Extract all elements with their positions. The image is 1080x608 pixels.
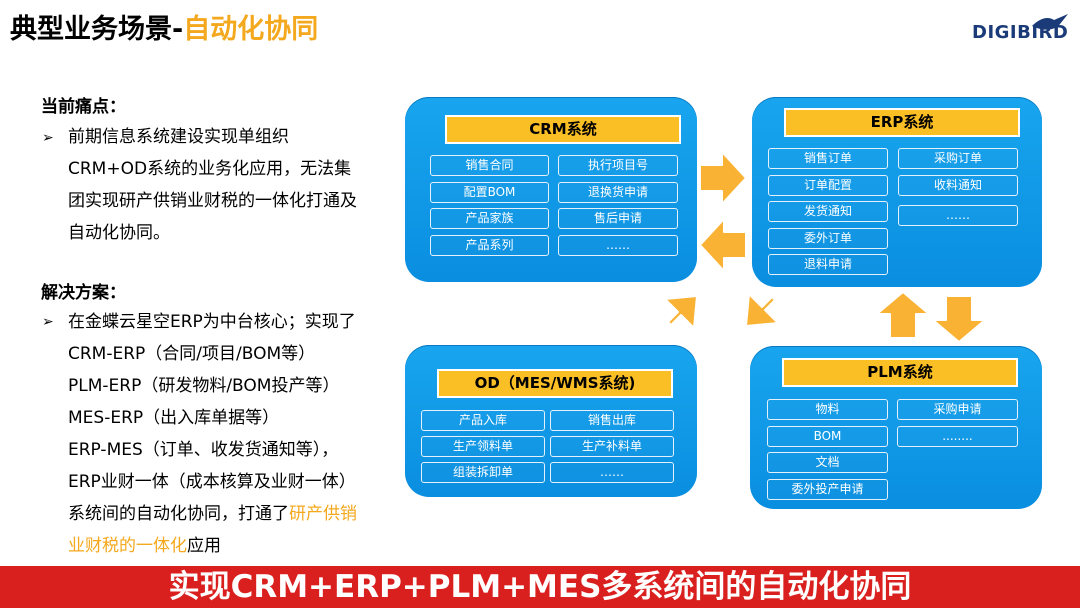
- od-item: 销售出库: [550, 410, 674, 431]
- solution-highlight: 业财税的一体化: [68, 536, 187, 556]
- pain-line: 前期信息系统建设实现单组织: [68, 127, 289, 147]
- solution-line: 在金蝶云星空ERP为中台核心；实现了: [68, 312, 356, 332]
- od-item: 产品入库: [421, 410, 545, 431]
- bottom-banner: 实现CRM+ERP+PLM+MES多系统间的自动化协同: [0, 566, 1080, 608]
- erp-system-box: ERP系统 销售订单 订单配置 发货通知 委外订单 退料申请 采购订单 收料通知…: [752, 97, 1042, 287]
- pain-line: CRM+OD系统的业务化应用，无法集: [68, 159, 352, 179]
- arrow-up-icon: [876, 291, 930, 339]
- page-title-highlight: 自动化协同: [183, 14, 319, 45]
- arrow-down-left-icon: [745, 293, 779, 327]
- solution-line: CRM-ERP（合同/项目/BOM等）: [68, 344, 316, 364]
- erp-item: 销售订单: [768, 148, 888, 169]
- od-item: 生产补料单: [550, 436, 674, 457]
- crm-item: ……: [558, 235, 678, 256]
- crm-item: 销售合同: [430, 155, 549, 176]
- solution-line: PLM-ERP（研发物料/BOM投产等）: [68, 376, 340, 396]
- solution-line: ERP业财一体（成本核算及业财一体）: [68, 472, 356, 492]
- plm-system-title: PLM系统: [782, 358, 1018, 387]
- erp-item: ……: [898, 205, 1018, 226]
- plm-system-box: PLM系统 物料 BOM 文档 委外投产申请 采购申请 ........: [750, 346, 1042, 509]
- solution-highlight: 研产供销: [289, 504, 357, 524]
- arrow-up-right-icon: [664, 295, 698, 329]
- arrow-right-icon: [699, 151, 747, 205]
- crm-system-title: CRM系统: [445, 115, 681, 144]
- bullet-arrow-icon: ➢: [42, 130, 54, 146]
- plm-item: 采购申请: [897, 399, 1018, 420]
- arrow-down-icon: [932, 295, 986, 343]
- plm-item: BOM: [767, 426, 888, 447]
- od-item: 生产领料单: [421, 436, 545, 457]
- plm-item: 物料: [767, 399, 888, 420]
- crm-item: 产品系列: [430, 235, 549, 256]
- erp-system-title: ERP系统: [784, 108, 1020, 137]
- solution-last-prefix: 系统间的自动化协同，打通了: [68, 504, 289, 524]
- crm-system-box: CRM系统 销售合同 配置BOM 产品家族 产品系列 执行项目号 退换货申请 售…: [405, 97, 697, 282]
- od-system-title: OD（MES/WMS系统): [437, 369, 673, 398]
- bird-icon: [1032, 14, 1068, 30]
- pain-line: 自动化协同。: [68, 223, 170, 243]
- erp-item: 委外订单: [768, 228, 888, 249]
- erp-item: 发货通知: [768, 201, 888, 222]
- logo: DIGIBIRD: [972, 14, 1072, 50]
- pain-heading: 当前痛点：: [41, 97, 126, 117]
- erp-item: 订单配置: [768, 175, 888, 196]
- solution-line: MES-ERP（出入库单据等）: [68, 408, 280, 428]
- page-title-main: 典型业务场景-: [10, 14, 184, 45]
- crm-item: 退换货申请: [558, 182, 678, 203]
- arrow-left-icon: [699, 218, 747, 272]
- erp-item: 收料通知: [898, 175, 1018, 196]
- erp-item: 退料申请: [768, 254, 888, 275]
- solution-line: 系统间的自动化协同，打通了研产供销: [68, 498, 357, 530]
- solution-line: 业财税的一体化应用: [68, 530, 221, 562]
- crm-item: 售后申请: [558, 208, 678, 229]
- solution-last-suffix: 应用: [187, 536, 221, 556]
- solution-heading: 解决方案：: [41, 283, 126, 303]
- crm-item: 执行项目号: [558, 155, 678, 176]
- od-item: ……: [550, 462, 674, 483]
- erp-item: 采购订单: [898, 148, 1018, 169]
- pain-line: 团实现研产供销业财税的一体化打通及: [68, 191, 357, 211]
- plm-item: ........: [897, 426, 1018, 447]
- solution-line: ERP-MES（订单、收发货通知等），: [68, 440, 339, 460]
- od-system-box: OD（MES/WMS系统) 产品入库 生产领料单 组装拆卸单 销售出库 生产补料…: [405, 345, 697, 497]
- plm-item: 委外投产申请: [767, 479, 888, 500]
- page-title: 典型业务场景-自动化协同: [10, 10, 318, 50]
- crm-item: 配置BOM: [430, 182, 549, 203]
- od-item: 组装拆卸单: [421, 462, 545, 483]
- bullet-arrow-icon: ➢: [42, 314, 54, 330]
- crm-item: 产品家族: [430, 208, 549, 229]
- plm-item: 文档: [767, 452, 888, 473]
